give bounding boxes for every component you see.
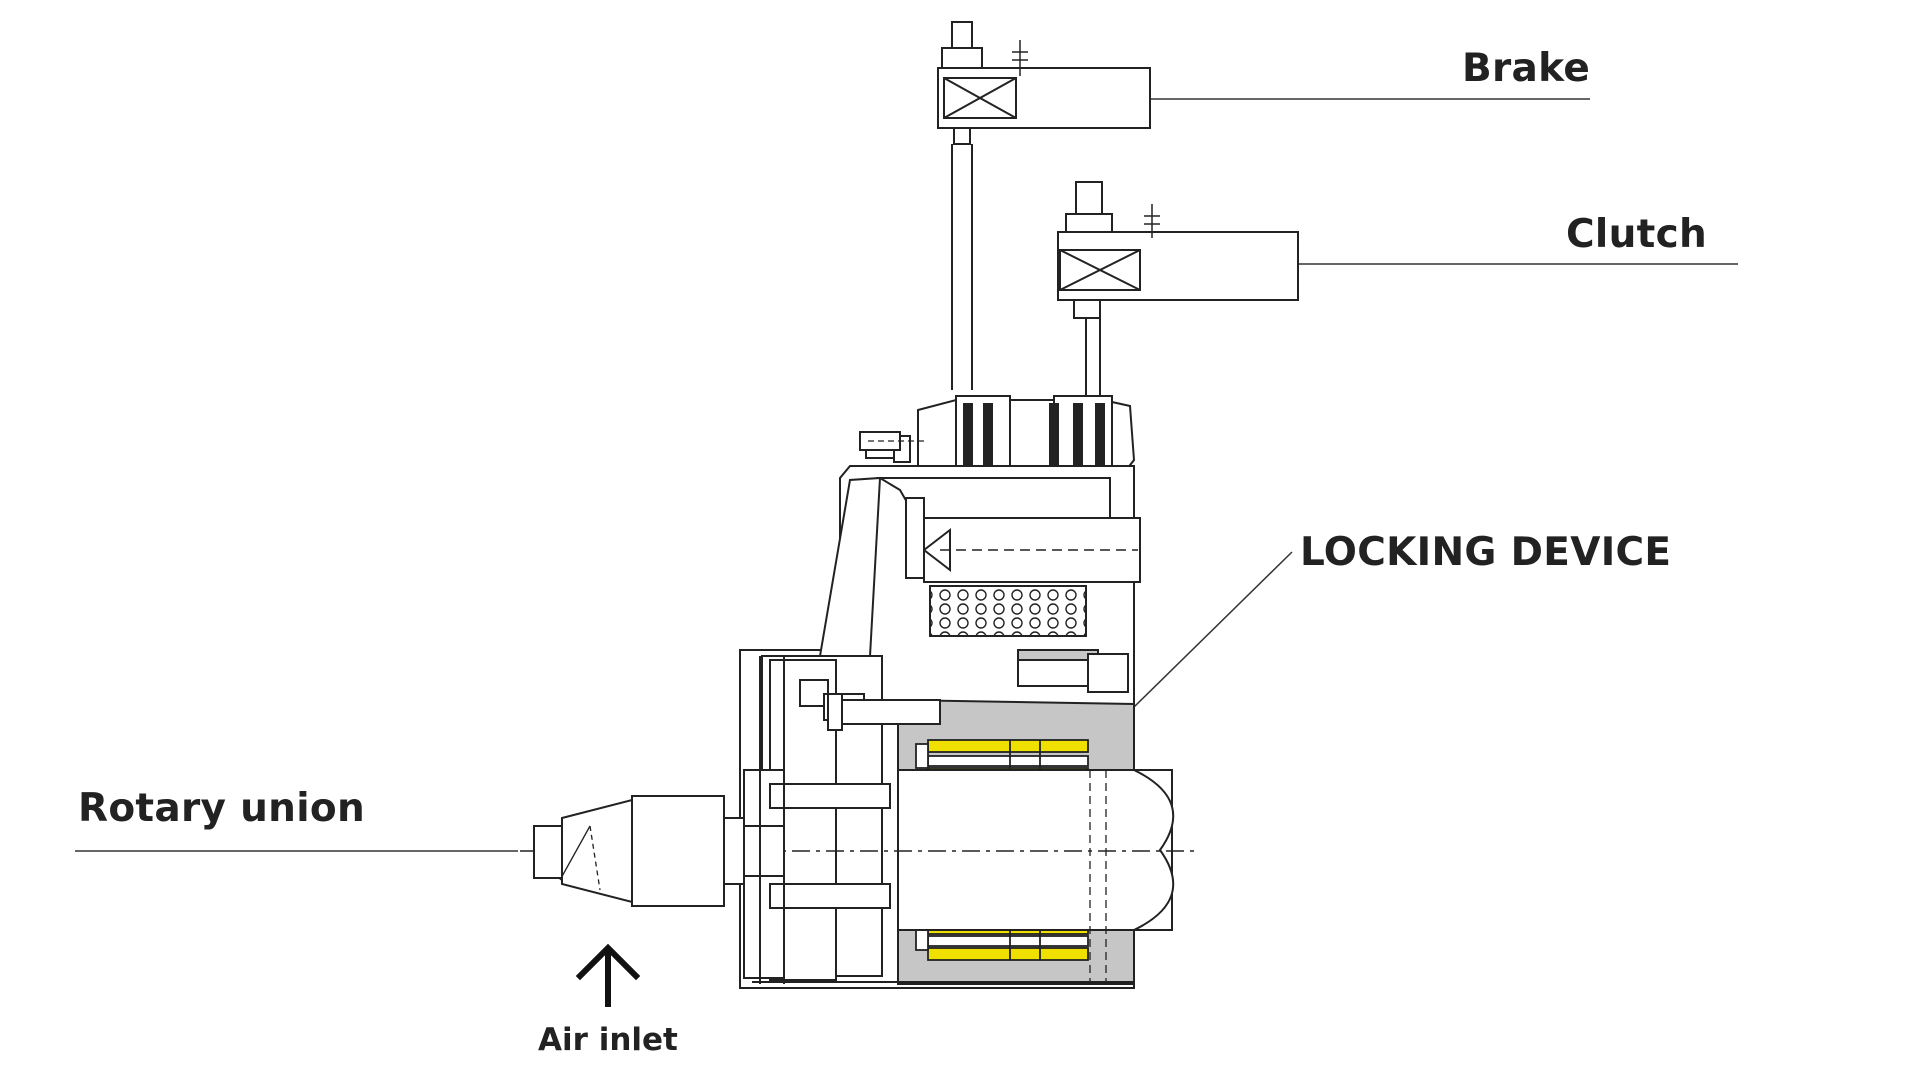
shaft: [897, 769, 1175, 984]
bolts: [769, 431, 1129, 909]
rotary-union: [533, 795, 785, 907]
flange: [752, 656, 1134, 984]
air-inlet-label: Air inlet: [538, 1022, 678, 1058]
clutch-label: Clutch: [1566, 212, 1708, 257]
locking-device-label: LOCKING DEVICE: [1300, 530, 1672, 575]
rotary-union-label: Rotary union: [78, 786, 366, 831]
brake-actuator: [937, 21, 1151, 390]
arrow-up-icon: [575, 943, 641, 1007]
clutch-actuator: [1057, 181, 1299, 400]
brake-label: Brake: [1462, 46, 1591, 91]
